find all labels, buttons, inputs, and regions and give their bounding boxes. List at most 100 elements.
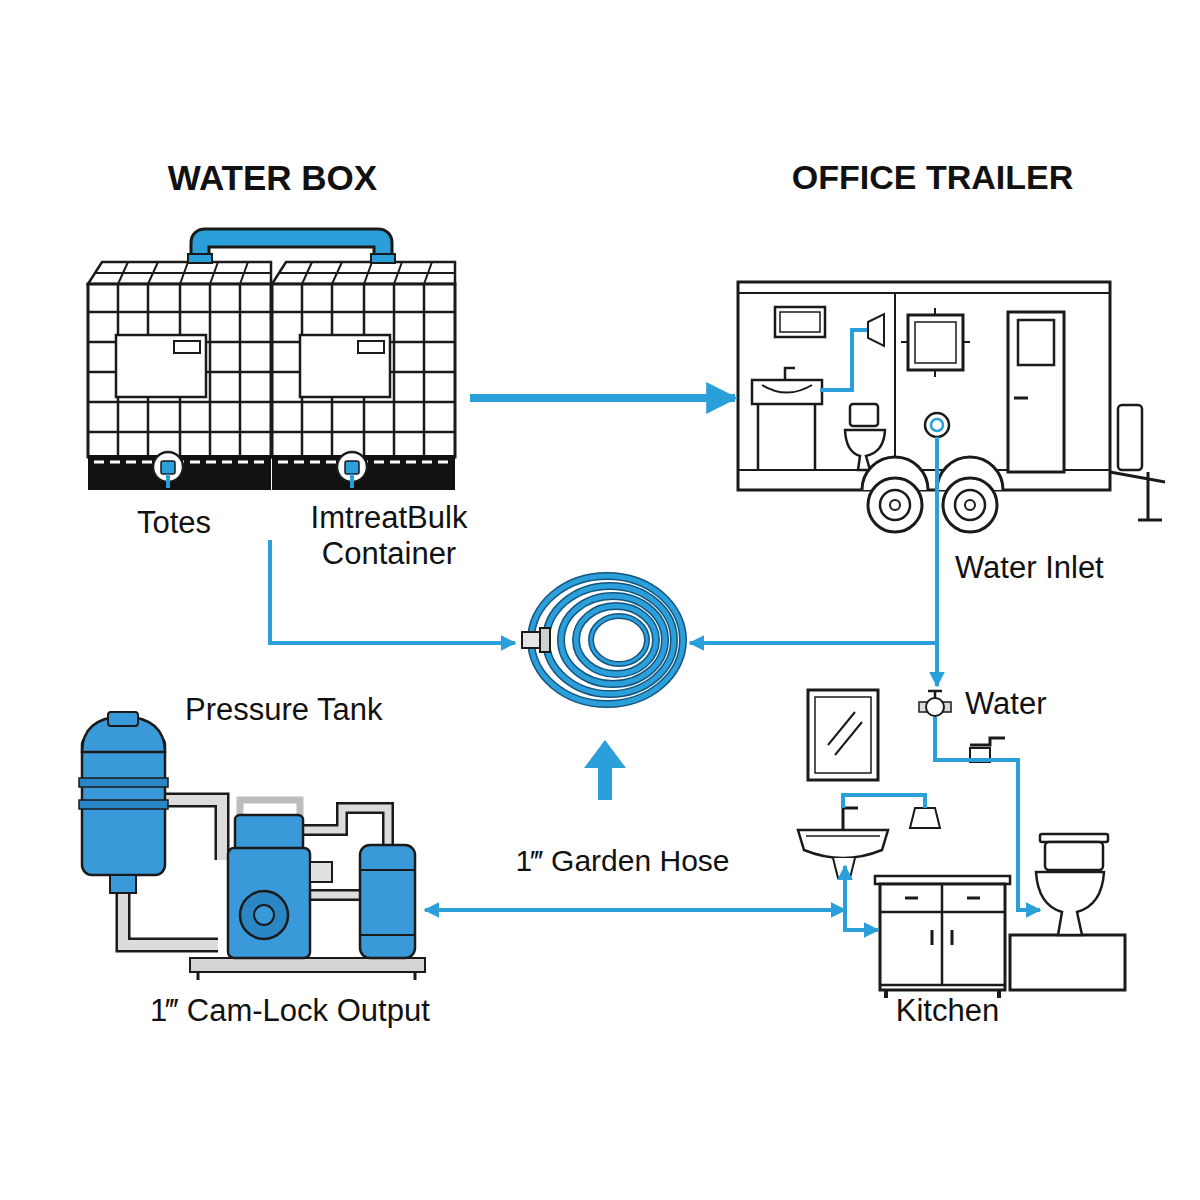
sink-fixtures — [1010, 935, 1125, 990]
trailer-body — [1018, 320, 1054, 365]
trailer-plumbing — [931, 419, 943, 431]
manifold-pipe — [200, 238, 383, 264]
pump-unit: Pressure Tank1‴ Cam-Lock Output — [80, 690, 425, 1035]
valve-symbol — [928, 691, 942, 698]
trailer-body — [752, 380, 822, 404]
sink-area: Kitchen — [845, 690, 1010, 1035]
trailer-body — [868, 478, 922, 532]
manifold-pipe — [188, 254, 212, 263]
valve-symbol — [919, 691, 951, 716]
trailer-body — [1110, 472, 1165, 482]
trailer-body — [965, 500, 975, 510]
pump-assembly — [310, 889, 362, 901]
hose-coil — [546, 586, 674, 694]
pump-assembly — [360, 870, 415, 935]
pipe-connector — [935, 588, 939, 686]
hose-coil — [531, 576, 683, 704]
pump-assembly — [228, 848, 310, 958]
trailer-body — [955, 490, 985, 520]
part-label: ImtreatBulk Container — [299, 500, 479, 571]
pump-assembly — [190, 958, 425, 972]
trailer-body — [901, 308, 970, 377]
pump-assembly — [165, 800, 222, 860]
pump-assembly — [240, 891, 288, 939]
trailer-plumbing — [820, 314, 949, 590]
part-label: Kitchen — [865, 993, 1030, 1029]
sink-fixtures — [806, 835, 880, 837]
trailer-body — [758, 404, 815, 470]
trailer-plumbing — [868, 314, 884, 346]
trailer-body — [785, 368, 795, 380]
trailer-body — [850, 404, 878, 426]
pump-assembly — [254, 905, 274, 925]
bulk-unit: ImtreatBulk Container — [272, 255, 462, 575]
sink-fixtures — [808, 690, 878, 780]
trailer-body — [1008, 312, 1064, 472]
inlet-point: Water Inlet — [925, 548, 1120, 588]
pump-assembly — [360, 845, 415, 958]
trailer-box: OFFICE TRAILER — [735, 150, 1165, 525]
hose-coil — [591, 616, 647, 664]
hose-coil — [591, 616, 647, 664]
pump-assembly — [110, 875, 136, 893]
part-label: 1‴ Cam-Lock Output — [150, 993, 480, 1029]
manifold-pipe — [371, 254, 395, 263]
trailer-body — [1138, 472, 1162, 520]
valve-point: Water — [918, 686, 1058, 724]
pump-assembly — [108, 712, 138, 726]
trailer-body — [915, 322, 956, 363]
hose-coil — [561, 596, 665, 684]
sink-fixtures — [880, 884, 1005, 990]
pipe-connector — [690, 588, 937, 643]
pump-assembly — [123, 893, 218, 945]
supply-lines — [843, 866, 847, 910]
trailer-body — [890, 500, 900, 510]
trailer-plumbing — [925, 413, 949, 437]
trailer-body — [762, 385, 812, 393]
sink-fixtures — [843, 808, 858, 830]
section-heading: WATER BOX — [75, 158, 470, 198]
sink-fixtures — [910, 808, 940, 828]
trailer-body — [908, 315, 963, 370]
pipe-connector — [470, 394, 735, 402]
trailer-body — [775, 307, 825, 337]
pump-assembly — [310, 862, 332, 882]
part-label: Pressure Tank — [185, 692, 425, 728]
hose-coil — [576, 606, 656, 674]
sink-fixtures — [828, 712, 862, 755]
trailer-body — [1118, 405, 1142, 470]
part-label: Water — [965, 686, 1085, 722]
ibc-unit: Totes — [85, 255, 272, 540]
pump-assembly — [303, 808, 388, 845]
valve-symbol — [926, 698, 944, 716]
hose-coil — [522, 576, 683, 704]
pump-assembly — [303, 808, 388, 845]
sink-fixtures — [798, 830, 888, 858]
hose-reel: 1‴ Garden Hose — [515, 578, 690, 705]
sink-fixtures — [815, 697, 871, 773]
manifold-pipe — [200, 238, 383, 264]
pump-assembly — [165, 800, 222, 860]
trailer-body — [780, 312, 820, 332]
manifold-pipe — [188, 238, 395, 264]
hose-coil — [531, 576, 683, 704]
pump-assembly — [198, 972, 415, 980]
trailer-body — [1014, 397, 1028, 400]
supply-lines — [935, 717, 1040, 910]
supply-lines — [843, 717, 1040, 930]
supply-lines — [845, 910, 878, 930]
sink-fixtures — [970, 738, 1005, 745]
trailer-body — [880, 490, 910, 520]
sink-fixtures — [1045, 842, 1103, 870]
hose-coil — [561, 596, 665, 684]
ibc-cage — [272, 262, 455, 490]
connector-group — [270, 398, 937, 910]
hose-coil — [540, 628, 550, 652]
sink-fixtures — [905, 898, 980, 945]
group-box: WATER BOX TotesImtreatBulk Container — [75, 150, 470, 580]
pointer-arrow — [584, 740, 626, 800]
trailer-body — [738, 282, 1110, 490]
supply-lines — [843, 795, 925, 808]
trailer-body — [738, 282, 1165, 532]
